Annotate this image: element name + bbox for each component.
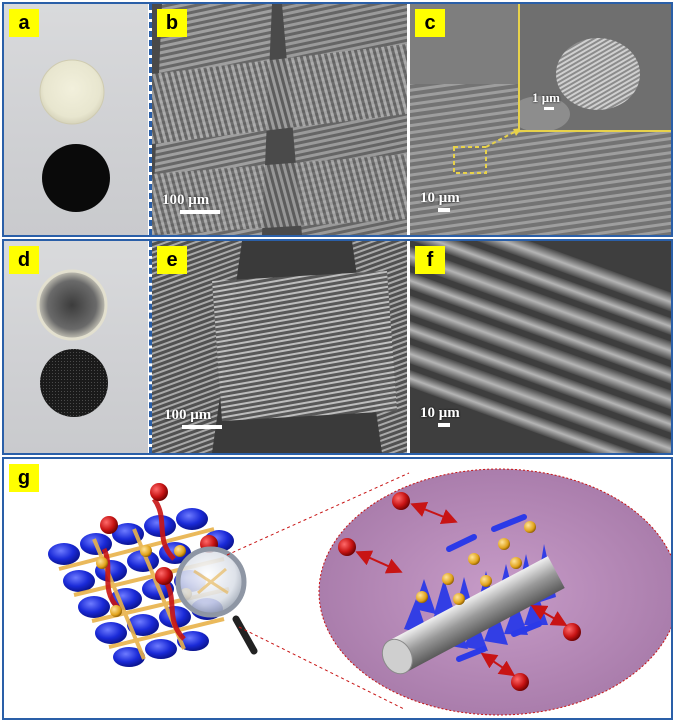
mesh-disc [40,349,108,417]
panel-g-schematic [48,468,671,716]
panel-g-label: g [9,464,39,492]
zoom-region-box [453,146,487,174]
panel-b: b 100 μm [152,4,407,235]
panel-e-scale-text: 100 μm [164,407,212,423]
panel-b-sem [152,4,407,235]
panel-c: 1 μm c 10 μm [410,4,671,235]
panel-d: d [4,241,148,453]
panel-a-label: a [9,9,39,37]
panel-c-label: c [415,9,445,37]
divider-d-e [149,241,152,453]
magnifier-icon [175,546,258,655]
divider-a-b [149,4,152,235]
panel-c-inset: 1 μm [518,4,671,132]
panel-f-scale-text: 10 μm [420,405,460,421]
panel-c-scale-text: 10 μm [420,190,460,206]
panel-e-label: e [157,246,187,274]
panel-e-scalebar: 100 μm [164,407,222,429]
panel-f: f 10 μm [410,241,671,453]
panel-f-sem [410,241,671,453]
panel-c-inset-scale-text: 1 μm [532,90,560,105]
panel-a-photo [39,59,110,212]
panel-e-sem [152,241,407,453]
panel-b-scalebar: 100 μm [162,192,220,214]
na-ion-markers [338,492,581,691]
zoomed-fiber-view [318,468,671,716]
panel-c-inset-scalebar: 1 μm [532,90,560,110]
panel-f-scalebar: 10 μm [420,405,460,427]
panel-b-label: b [157,9,187,37]
stained-disc [36,269,108,341]
panel-a: a [4,4,148,235]
black-disc [42,144,110,212]
panel-e: e 100 μm [152,241,407,453]
panel-f-label: f [415,246,445,274]
panel-g: g [4,459,671,718]
panel-d-label: d [9,246,39,274]
panel-c-scalebar: 10 μm [420,190,460,212]
white-disc [39,59,105,125]
panel-b-scale-text: 100 μm [162,192,210,208]
panel-d-photo [36,269,108,417]
